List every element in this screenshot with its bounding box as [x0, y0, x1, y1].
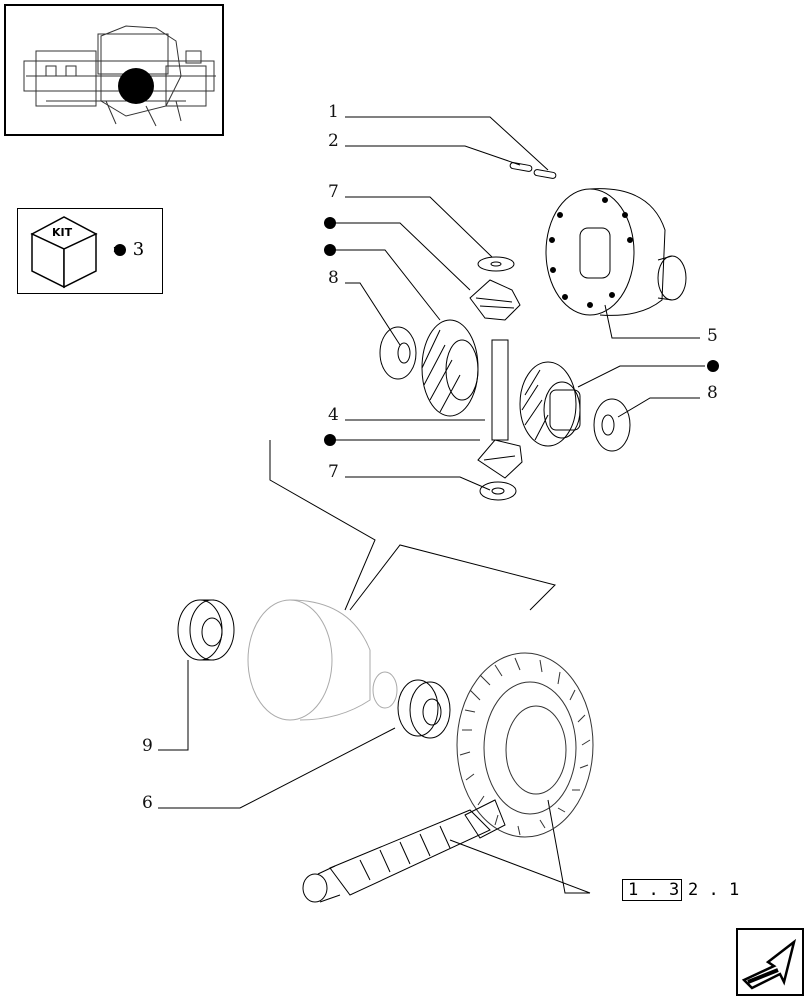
leader-8b — [617, 397, 700, 418]
kit-marker-icon-4 — [707, 360, 719, 372]
thrust-washer-7-top — [477, 256, 515, 272]
leader-bullet-d — [577, 365, 705, 388]
pinion-shaft — [302, 799, 506, 903]
bearing-9 — [177, 599, 235, 661]
kit-legend: KIT — [17, 208, 163, 294]
side-gear-left — [421, 319, 479, 417]
callout-6: 6 — [142, 793, 153, 813]
leader-9 — [158, 660, 189, 751]
reference-suffix: 2 . 1 — [688, 880, 740, 900]
overview-thumbnail — [4, 4, 224, 136]
leader-5 — [604, 304, 700, 339]
location-marker-icon — [118, 68, 154, 104]
leader-6 — [158, 727, 396, 809]
callout-4: 4 — [328, 405, 339, 425]
navigate-button[interactable] — [736, 928, 804, 996]
reference-boxed-number[interactable]: 1 . 3 — [628, 880, 680, 900]
kit-label: KIT — [52, 226, 73, 239]
reference-box[interactable] — [622, 879, 682, 901]
pin-2 — [509, 162, 533, 172]
callout-2: 2 — [328, 131, 339, 151]
thrust-washer-8-left — [379, 326, 417, 380]
leader-7a — [345, 196, 493, 258]
pin-1 — [533, 169, 557, 179]
leader-1 — [345, 116, 549, 171]
callout-7-bottom: 7 — [328, 462, 339, 482]
pinion-gear-bottom — [477, 439, 523, 479]
callout-8-right: 8 — [707, 383, 718, 403]
kit-cube-icon — [30, 216, 126, 289]
leader-bullet-b — [335, 249, 441, 321]
differential-case-ghost — [247, 599, 398, 721]
leader-8a — [345, 282, 401, 346]
leader-2 — [345, 145, 521, 166]
thrust-washer-8-right — [593, 398, 631, 452]
ring-gear — [456, 652, 594, 838]
kit-marker-icon-2 — [324, 244, 336, 256]
leader-7b — [345, 476, 491, 491]
callout-9: 9 — [142, 736, 153, 756]
navigate-arrow-icon — [741, 938, 797, 990]
leader-ref-b — [449, 839, 591, 894]
kit-quantity: = 3 — [112, 239, 145, 260]
thrust-washer-7-bottom — [479, 481, 517, 501]
kit-marker-icon-3 — [324, 434, 336, 446]
bearing-6 — [397, 679, 451, 739]
kit-bullet-icon — [114, 244, 126, 256]
callout-8-left: 8 — [328, 268, 339, 288]
differential-case-5 — [545, 188, 687, 316]
transmission-thumbnail-drawing — [23, 25, 216, 127]
pinion-gear-top — [469, 279, 521, 321]
cross-shaft-4 — [491, 339, 509, 441]
callout-5: 5 — [707, 326, 718, 346]
callout-1: 1 — [328, 102, 339, 122]
callout-7-top: 7 — [328, 182, 339, 202]
kit-marker-icon-1 — [324, 217, 336, 229]
side-gear-right — [519, 361, 581, 447]
leader-bullet-a — [335, 222, 471, 291]
leader-ref-a — [547, 799, 590, 894]
